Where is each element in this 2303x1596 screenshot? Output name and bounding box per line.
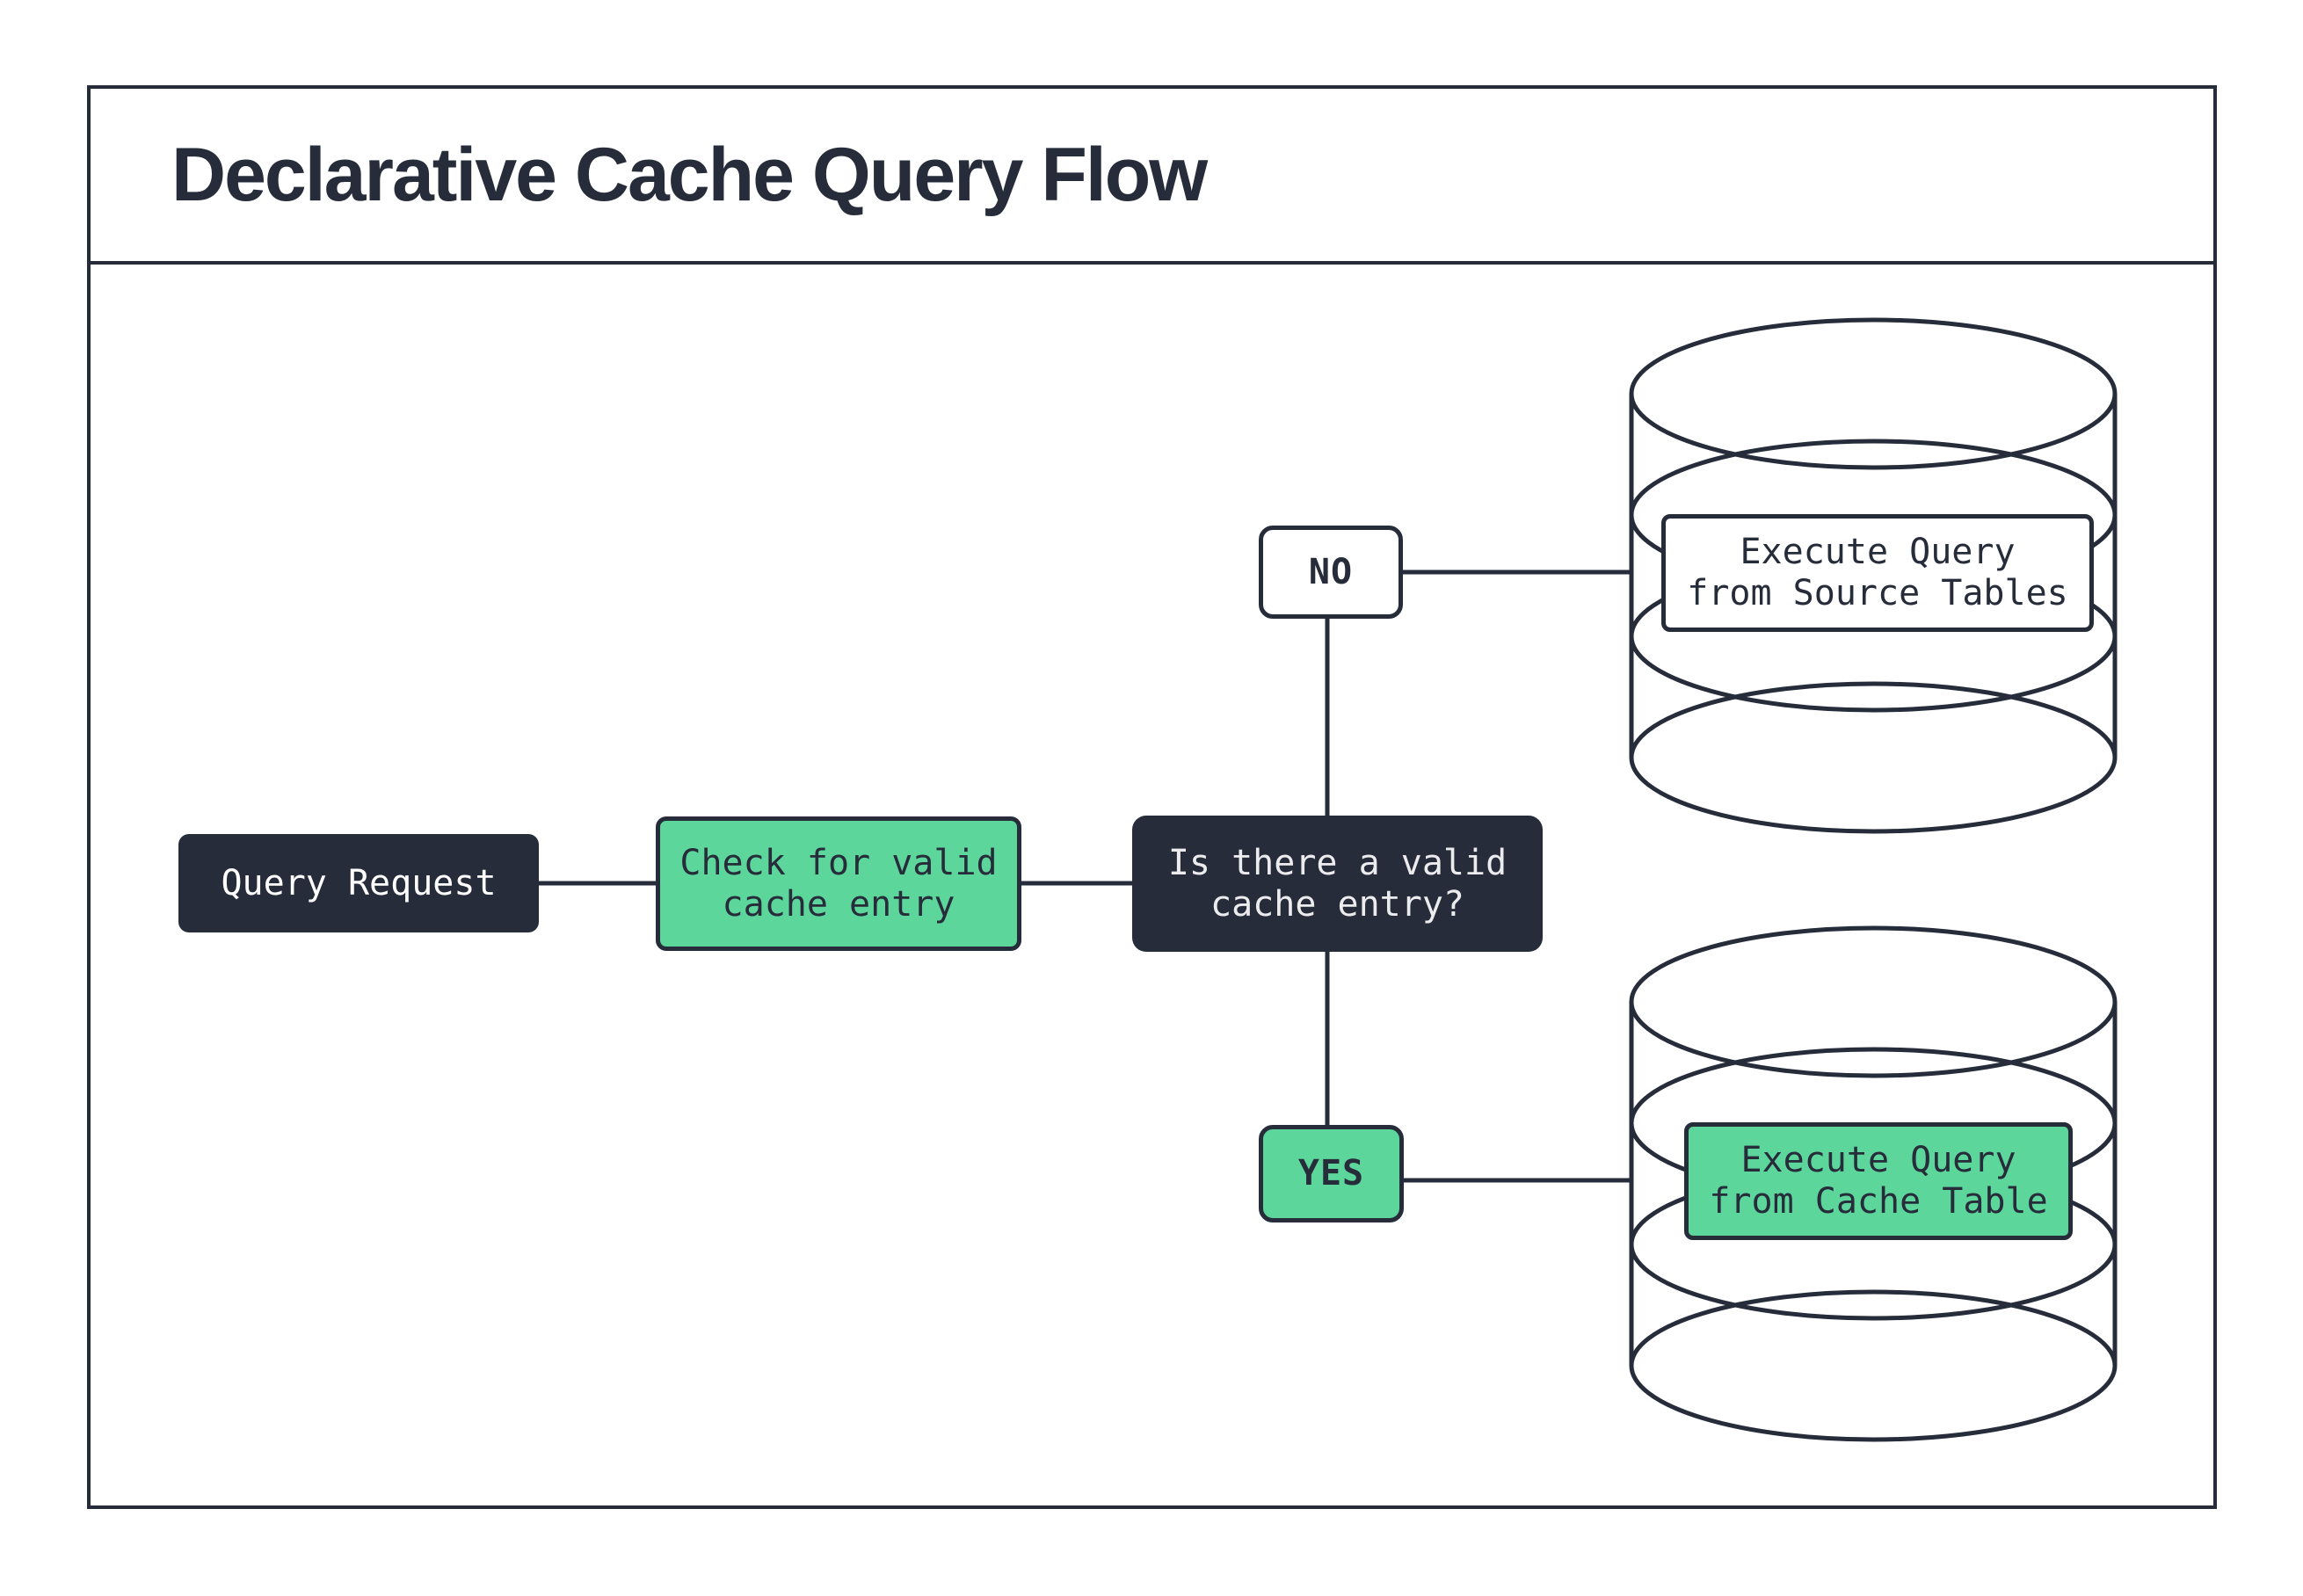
- connector-lines: [539, 569, 1633, 1183]
- node-execute-query-cache-table: Execute Query from Cache Table: [1684, 1122, 2073, 1240]
- node-label-line2: cache entry: [722, 883, 955, 925]
- node-branch-no: NO: [1259, 526, 1403, 619]
- node-decision-valid-cache: Is there a valid cache entry?: [1132, 816, 1543, 952]
- cylinder-disk: [1629, 925, 2118, 1078]
- title-band: Declarative Cache Query Flow: [91, 89, 2213, 265]
- cylinder-disk: [1629, 1289, 2118, 1442]
- branch-label-no: NO: [1308, 551, 1354, 592]
- node-label-line2: cache entry?: [1210, 883, 1464, 925]
- node-label-line2: from Source Tables: [1687, 573, 2068, 613]
- node-execute-query-source-tables: Execute Query from Source Tables: [1661, 514, 2094, 632]
- page-title: Declarative Cache Query Flow: [171, 132, 1208, 217]
- node-label-line1: Check for valid: [679, 842, 998, 883]
- node-label-line1: Execute Query: [1740, 532, 2016, 572]
- node-branch-yes: YES: [1259, 1125, 1404, 1222]
- node-label-line1: Execute Query: [1740, 1140, 2016, 1180]
- node-query-request: Query Request: [178, 834, 539, 932]
- branch-label-yes: YES: [1297, 1153, 1365, 1193]
- node-label-line1: Is there a valid: [1167, 842, 1507, 883]
- node-label-line2: from Cache Table: [1709, 1181, 2048, 1222]
- node-check-cache-entry: Check for valid cache entry: [656, 816, 1021, 951]
- cache-database-cylinder: [1629, 925, 2118, 1442]
- node-label: Query Request: [221, 862, 497, 903]
- outer-frame: Declarative Cache Query Flow: [87, 85, 2217, 1509]
- cylinder-disk: [1629, 681, 2118, 834]
- cylinder-disk: [1629, 317, 2118, 470]
